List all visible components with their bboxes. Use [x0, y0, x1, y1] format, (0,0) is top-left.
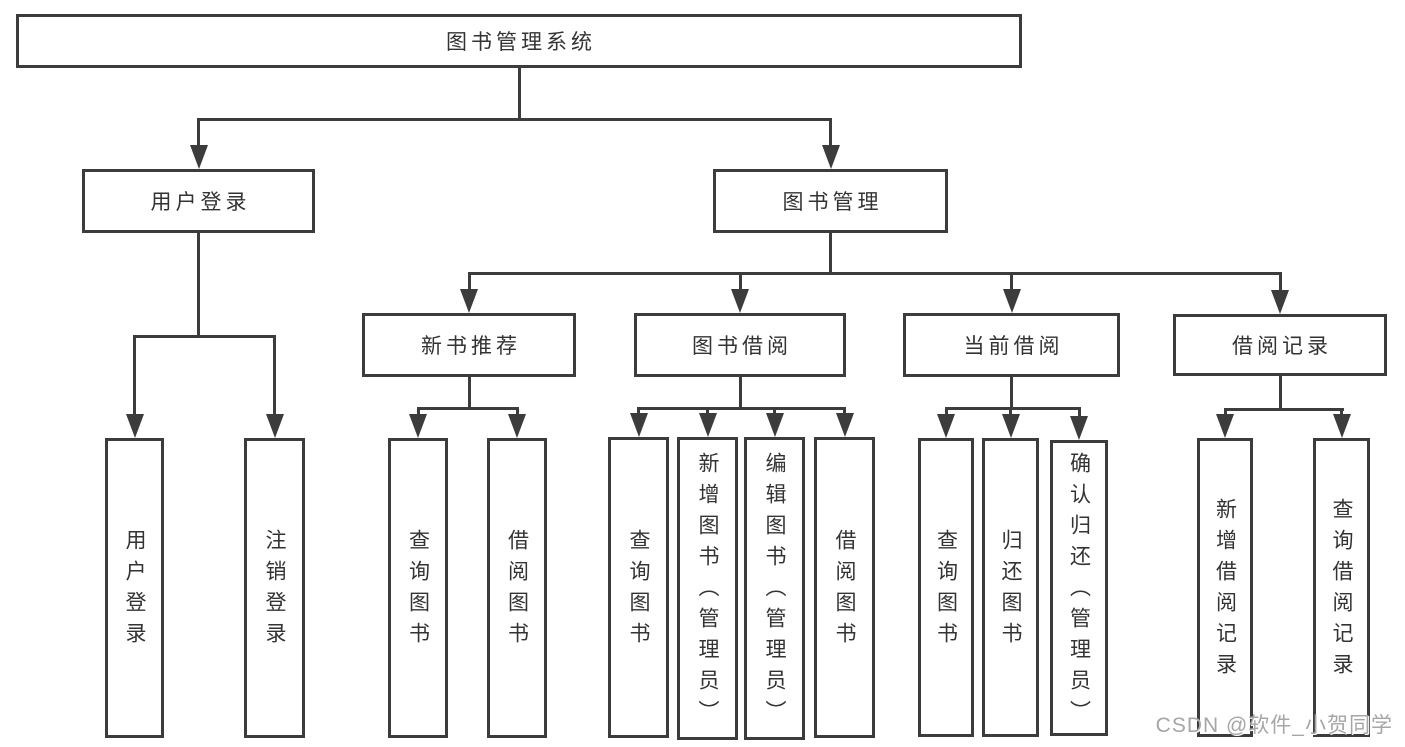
- connector-drop-bb-add: [706, 407, 709, 415]
- connector-bar-current-borrow: [945, 407, 1081, 410]
- arrowhead-cb-return: [1002, 414, 1020, 438]
- node-root: 图书管理系统: [16, 14, 1022, 68]
- node-label-br-add: 新增借阅记录: [1213, 497, 1237, 684]
- node-label-borrow-records: 借阅记录: [1232, 335, 1332, 358]
- arrowhead-bb-edit: [766, 413, 784, 437]
- node-user-login: 用户登录: [82, 169, 315, 233]
- connector-drop-nb-query: [417, 407, 420, 416]
- node-label-bb-borrow: 借阅图书: [833, 528, 856, 653]
- connector-drop-nb-borrow: [516, 407, 519, 416]
- connector-drop-borrow-records: [1279, 272, 1282, 292]
- connector-drop-bb-query: [637, 407, 640, 415]
- arrowhead-leaf-logout: [266, 414, 284, 438]
- connector-bar-book-borrow: [637, 407, 846, 410]
- connector-drop-cb-confirm: [1078, 407, 1081, 418]
- node-label-user-login: 用户登录: [150, 191, 251, 214]
- node-label-root: 图书管理系统: [446, 31, 596, 54]
- node-leaf-user-login: 用户登录: [105, 438, 164, 738]
- connector-drop-user-login: [197, 118, 200, 147]
- node-leaf-logout: 注销登录: [244, 438, 305, 738]
- node-br-add: 新增借阅记录: [1197, 438, 1253, 737]
- node-label-br-query: 查询借阅记录: [1330, 497, 1353, 684]
- arrowhead-borrow-records: [1271, 290, 1289, 314]
- arrowhead-current-borrow: [1003, 289, 1021, 313]
- arrowhead-nb-query: [409, 414, 427, 438]
- arrowhead-nb-borrow: [508, 414, 526, 438]
- arrowhead-br-query: [1333, 414, 1351, 438]
- node-book-mgmt: 图书管理: [713, 169, 948, 233]
- node-bb-query: 查询图书: [608, 437, 669, 738]
- node-label-leaf-user-login: 用户登录: [123, 529, 146, 653]
- arrowhead-book-mgmt: [822, 145, 840, 169]
- node-cb-query: 查询图书: [918, 438, 974, 737]
- arrowhead-bb-borrow: [836, 413, 854, 437]
- connector-drop-bb-edit: [773, 407, 776, 415]
- node-nb-query: 查询图书: [388, 438, 448, 738]
- connector-drop-book-borrow: [739, 272, 742, 291]
- connector-stem-user-login: [197, 233, 200, 338]
- connector-drop-leaf-logout: [273, 335, 276, 416]
- connector-stem-book-mgmt: [829, 233, 832, 275]
- connector-bar-user-login: [133, 335, 276, 338]
- node-current-borrow: 当前借阅: [903, 313, 1120, 377]
- connector-drop-new-books: [468, 272, 471, 291]
- arrowhead-br-add: [1216, 414, 1234, 438]
- connector-drop-cb-return: [1009, 407, 1012, 416]
- arrowhead-user-login: [190, 145, 208, 169]
- node-label-book-mgmt: 图书管理: [782, 191, 883, 214]
- node-label-cb-confirm: 确认归还（管理员）: [1067, 451, 1091, 731]
- connector-drop-cb-query: [945, 407, 948, 416]
- connector-bar-book-mgmt: [468, 272, 1282, 275]
- node-label-leaf-logout: 注销登录: [263, 529, 286, 653]
- node-label-current-borrow: 当前借阅: [963, 335, 1064, 358]
- arrowhead-cb-confirm: [1070, 416, 1088, 440]
- watermark: CSDN @软件_小贺同学: [1155, 714, 1393, 737]
- node-label-cb-return: 归还图书: [999, 528, 1022, 653]
- connector-stem-borrow-records: [1279, 376, 1282, 411]
- node-cb-confirm: 确认归还（管理员）: [1050, 440, 1108, 736]
- node-label-book-borrow: 图书借阅: [692, 335, 792, 358]
- node-br-query: 查询借阅记录: [1313, 438, 1370, 737]
- connector-drop-current-borrow: [1010, 272, 1013, 291]
- node-label-bb-query: 查询图书: [627, 528, 650, 653]
- connector-drop-br-query: [1340, 408, 1343, 416]
- node-label-bb-edit: 编辑图书（管理员）: [763, 452, 786, 731]
- node-label-nb-borrow: 借阅图书: [505, 529, 529, 653]
- connector-stem-book-borrow: [739, 377, 742, 410]
- connector-stem-current-borrow: [1010, 377, 1013, 410]
- connector-drop-bb-borrow: [843, 407, 846, 415]
- connector-drop-br-add: [1224, 408, 1227, 416]
- node-bb-borrow: 借阅图书: [814, 437, 875, 738]
- connector-bar-root: [197, 118, 832, 121]
- node-label-cb-query: 查询图书: [934, 528, 958, 653]
- connector-stem-new-books: [468, 377, 471, 410]
- arrowhead-cb-query: [937, 414, 955, 438]
- node-cb-return: 归还图书: [982, 438, 1039, 737]
- node-label-nb-query: 查询图书: [406, 529, 430, 653]
- arrowhead-leaf-user-login: [126, 414, 144, 438]
- node-label-new-books: 新书推荐: [421, 335, 521, 358]
- arrowhead-new-books: [460, 289, 478, 313]
- arrowhead-bb-add: [699, 413, 717, 437]
- arrowhead-bb-query: [630, 413, 648, 437]
- node-label-bb-add: 新增图书（管理员）: [696, 452, 719, 731]
- node-borrow-records: 借阅记录: [1173, 314, 1387, 376]
- connector-drop-leaf-user-login: [133, 335, 136, 416]
- node-nb-borrow: 借阅图书: [487, 438, 547, 738]
- arrowhead-book-borrow: [731, 289, 749, 313]
- node-bb-add: 新增图书（管理员）: [677, 437, 738, 740]
- connector-bar-borrow-records: [1224, 408, 1344, 411]
- connector-drop-book-mgmt: [829, 118, 832, 147]
- node-new-books: 新书推荐: [362, 313, 576, 377]
- connector-bar-new-books: [417, 407, 519, 410]
- connector-stem-root: [518, 68, 521, 121]
- node-book-borrow: 图书借阅: [634, 313, 846, 377]
- node-bb-edit: 编辑图书（管理员）: [744, 437, 805, 740]
